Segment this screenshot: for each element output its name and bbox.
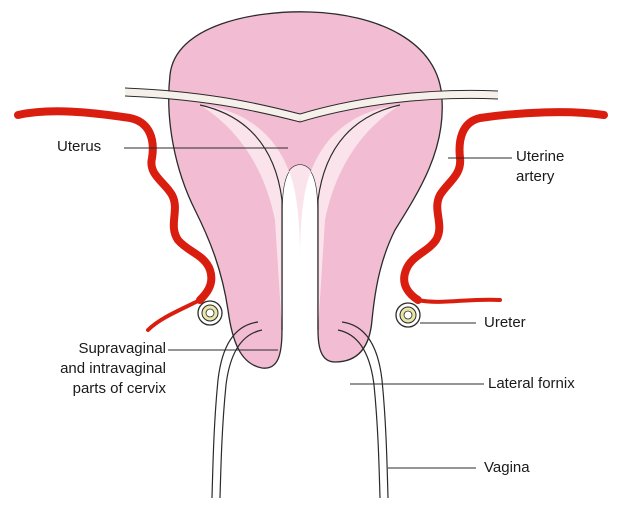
right-ureter-lumen [404,311,412,319]
label-cervix-line2: and intravaginal [60,360,166,378]
label-lateral-fornix: Lateral fornix [488,375,575,393]
label-vagina: Vagina [484,459,530,477]
label-ureter: Ureter [484,314,526,332]
label-uterine-artery-line2: artery [516,168,554,186]
left-ureter-lumen [206,309,214,317]
label-uterus: Uterus [57,138,101,156]
label-cervix-line3: parts of cervix [73,380,166,398]
left-uterine-artery-branch [148,300,200,330]
label-cervix-line1: Supravaginal [78,340,166,358]
label-uterine-artery-line1: Uterine [516,148,564,166]
right-uterine-artery-branch [418,300,500,302]
